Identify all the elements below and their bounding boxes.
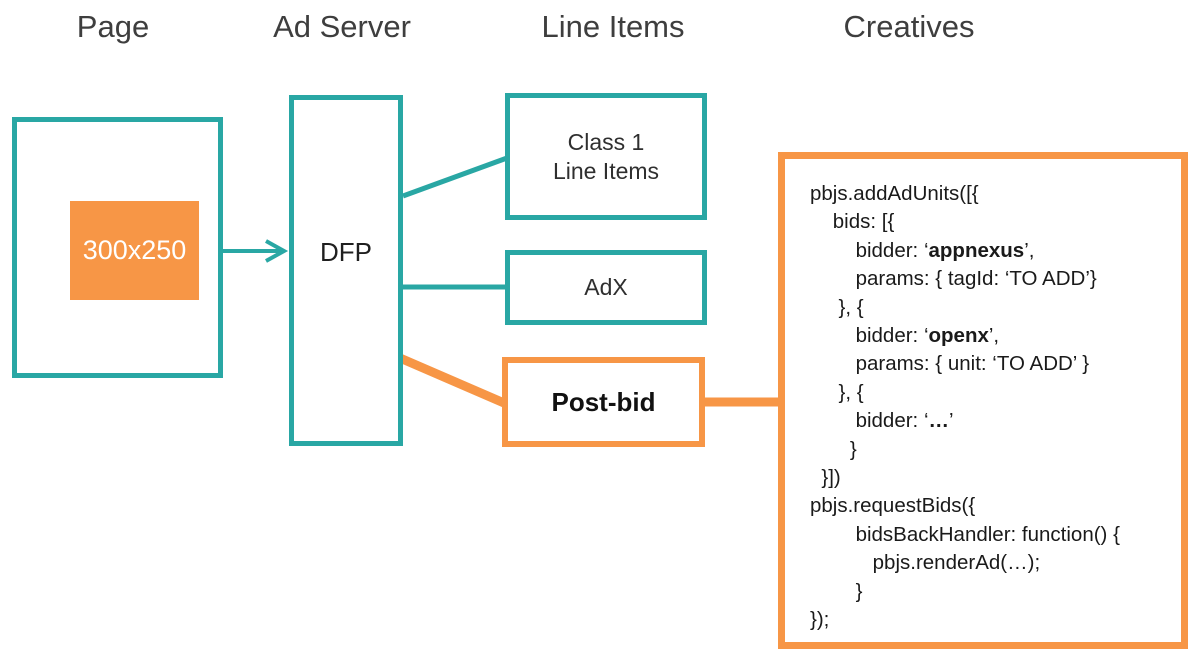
column-header-creatives: Creatives	[843, 9, 975, 44]
code-line: params: { unit: ‘TO ADD’ }	[810, 352, 1090, 376]
class1-label-line2: Line Items	[552, 157, 660, 184]
code-line: }, {	[810, 380, 864, 404]
adx-box: AdX	[505, 250, 707, 325]
arrow-head-icon	[265, 239, 289, 263]
code-line: pbjs.requestBids({	[810, 494, 976, 518]
code-line: pbjs.addAdUnits([{	[810, 182, 979, 205]
code-line: }	[810, 437, 857, 461]
creatives-code-box: pbjs.addAdUnits([{ bids: [{ bidder: ‘app…	[778, 152, 1188, 649]
code-line: bids: [{	[810, 210, 895, 234]
dfp-label: DFP	[320, 237, 372, 267]
code-line: }	[810, 579, 863, 603]
column-header-page: Page	[76, 9, 150, 44]
adx-label: AdX	[584, 274, 628, 300]
code-line: }, {	[810, 295, 864, 319]
code-line: bidder: ‘appnexus’,	[810, 238, 1035, 262]
code-line: params: { tagId: ‘TO ADD’}	[810, 267, 1097, 291]
class1-label-line1: Class 1	[567, 128, 645, 155]
postbid-label: Post-bid	[551, 386, 656, 417]
column-header-line-items: Line Items	[541, 9, 685, 44]
code-line: }])	[810, 466, 841, 490]
postbid-box: Post-bid	[502, 357, 705, 447]
code-line: bidder: ‘openx’,	[810, 324, 1000, 348]
code-line: bidder: ‘…’	[810, 409, 954, 433]
class1-line-items-box: Class 1 Line Items	[505, 93, 707, 220]
connector-dfp-to-class1	[402, 155, 508, 199]
ad-slot-300x250: 300x250	[70, 201, 199, 300]
connector-dfp-to-postbid	[398, 353, 506, 408]
column-header-ad-server: Ad Server	[273, 9, 411, 44]
code-line: pbjs.renderAd(…);	[810, 551, 1041, 575]
prebid-code-snippet: pbjs.addAdUnits([{ bids: [{ bidder: ‘app…	[810, 180, 1175, 635]
class1-label: Class 1 Line Items	[553, 128, 659, 186]
code-line: bidsBackHandler: function() {	[810, 522, 1120, 546]
dfp-box: DFP	[289, 95, 403, 446]
code-line: });	[810, 608, 830, 632]
ad-slot-label: 300x250	[82, 235, 187, 265]
